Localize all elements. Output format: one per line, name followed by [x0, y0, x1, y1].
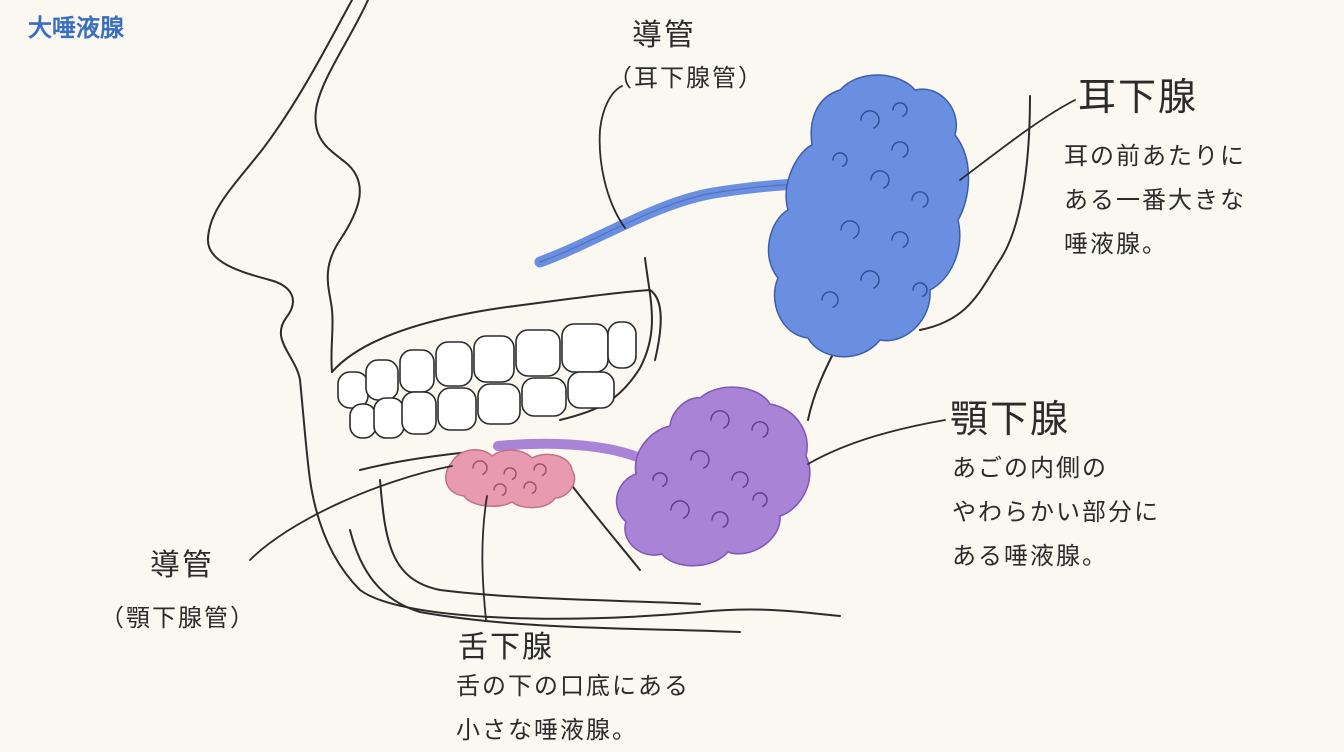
submandibular-texture	[752, 492, 768, 507]
submandibular-desc-line: あごの内側の	[952, 454, 1108, 482]
parotid-desc-line: ある一番大きな	[1064, 186, 1246, 214]
upper-tooth	[515, 329, 561, 377]
submandibular-texture	[670, 500, 690, 519]
parotid-leader	[959, 99, 1076, 181]
upper-tooth	[435, 341, 473, 387]
submandibular-texture	[751, 421, 769, 438]
submandibular-texture	[652, 472, 668, 487]
parotid-texture	[821, 291, 839, 308]
lower-tooth	[437, 387, 477, 431]
upper-tooth	[561, 323, 609, 373]
parotid-texture	[911, 191, 929, 208]
parotid-gland	[767, 74, 970, 358]
parotid-texture	[860, 270, 880, 289]
submandibular-duct-leader	[249, 465, 453, 561]
submandibular-texture	[690, 450, 710, 469]
submandibular-texture	[711, 511, 729, 528]
parotid-texture	[892, 102, 908, 117]
parotid-description: 耳の前あたりに ある一番大きな 唾液腺。	[1064, 134, 1246, 266]
lower-tooth	[373, 397, 405, 439]
upper-tooth	[473, 335, 515, 383]
lower-tooth	[349, 403, 377, 439]
submandibular-texture	[710, 410, 730, 429]
parotid-desc-line: 唾液腺。	[1064, 230, 1168, 258]
lower-tooth	[521, 377, 567, 417]
upper-gum-line	[331, 289, 662, 373]
submandibular-texture	[731, 471, 749, 488]
sublingual-label: 舌下腺	[458, 630, 554, 665]
parotid-duct-label: 導管	[632, 18, 696, 53]
cheek-line	[314, 0, 369, 373]
upper-tooth	[337, 371, 369, 409]
sublingual-texture	[523, 481, 537, 495]
upper-tooth	[607, 321, 637, 369]
parotid-texture	[840, 220, 860, 239]
submandibular-gland	[615, 386, 811, 567]
sublingual-leader	[481, 495, 488, 621]
sublingual-texture	[493, 483, 507, 497]
lower-tooth	[477, 383, 521, 425]
upper-tooth	[399, 349, 435, 393]
submandibular-description: あごの内側の やわらかい部分に ある唾液腺。	[952, 446, 1160, 578]
parotid-label: 耳下腺	[1078, 75, 1199, 119]
face-profile-line	[206, 0, 841, 620]
parotid-duct-outline	[539, 183, 811, 263]
teeth-group	[337, 321, 637, 439]
submandibular-desc-line: やわらかい部分に	[952, 498, 1160, 526]
submandibular-leader	[807, 419, 946, 465]
lower-tooth	[567, 371, 615, 409]
parotid-texture	[912, 282, 928, 297]
chin-line	[349, 529, 741, 633]
lower-tooth	[401, 391, 437, 435]
jaw-contour-line	[559, 257, 653, 421]
submandibular-duct-sublabel: （顎下腺管）	[100, 604, 256, 632]
parotid-texture	[870, 170, 890, 189]
parotid-duct-sublabel: （耳下腺管）	[608, 64, 764, 92]
submandibular-label: 顎下腺	[950, 397, 1071, 441]
sublingual-texture	[472, 460, 488, 475]
page-title: 大唾液腺	[28, 14, 124, 42]
parotid-texture	[860, 110, 880, 129]
sublingual-texture	[503, 467, 517, 481]
neck-line	[919, 95, 1031, 331]
submandibular-duct-label: 導管	[150, 548, 214, 583]
parotid-duct-leader	[598, 85, 626, 229]
parotid-texture	[891, 231, 909, 248]
parotid-desc-line: 耳の前あたりに	[1064, 142, 1246, 170]
parotid-texture	[891, 141, 909, 158]
submandibular-desc-line: ある唾液腺。	[952, 542, 1108, 570]
sublingual-gland	[445, 449, 576, 509]
sublingual-texture	[533, 463, 547, 477]
upper-tooth	[365, 359, 399, 401]
sublingual-description: 舌の下の口底にある 小さな唾液腺。	[456, 664, 690, 752]
sublingual-desc-line: 小さな唾液腺。	[456, 716, 638, 744]
parotid-texture	[832, 152, 848, 167]
sublingual-desc-line: 舌の下の口底にある	[456, 672, 690, 700]
